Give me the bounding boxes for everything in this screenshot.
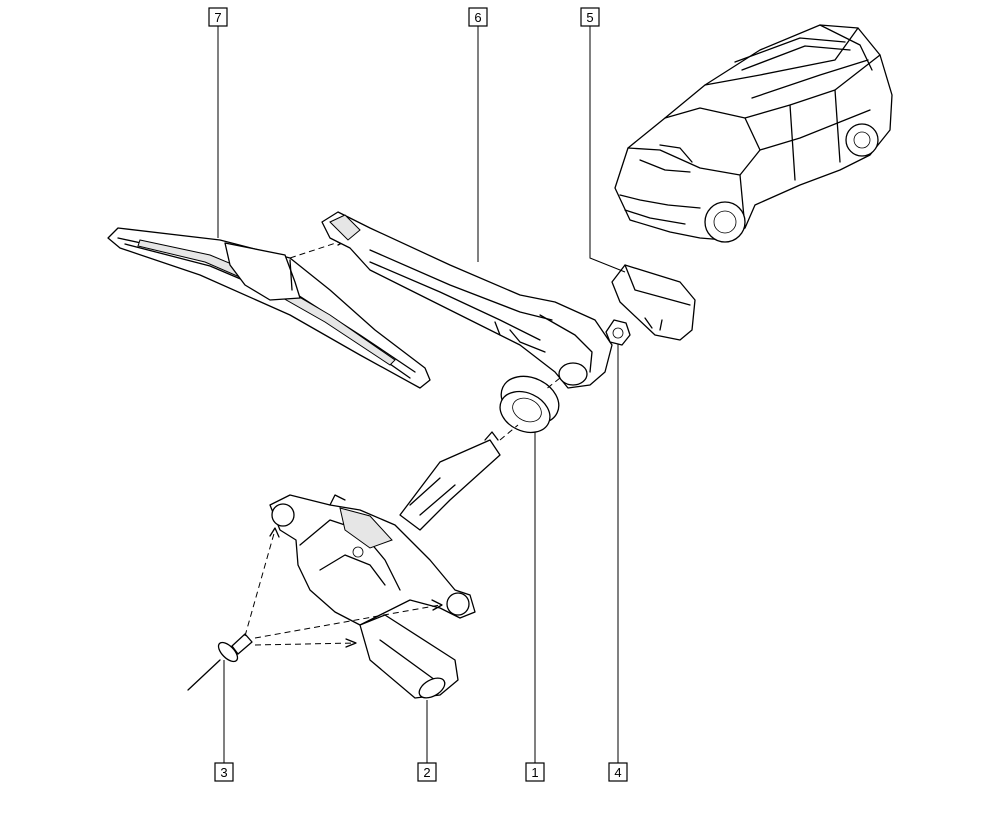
callout-6: 6: [468, 7, 488, 27]
callout-3: 3: [214, 762, 234, 782]
nut: [605, 319, 631, 346]
callout-3-text: 3: [220, 765, 227, 780]
blade-arrow: [289, 239, 346, 259]
vehicle-illustration: [614, 24, 893, 243]
rivet-arrow-c-head: [345, 638, 357, 648]
callout-6-text: 6: [474, 10, 481, 25]
wiper-motor: [269, 431, 501, 699]
rivet-arrow-a: [244, 529, 276, 637]
callout-1: 1: [525, 762, 545, 782]
callout-1-text: 1: [531, 765, 538, 780]
callout-2-text: 2: [423, 765, 430, 780]
cap-cover: [611, 264, 696, 341]
wiper-arm: [321, 211, 613, 389]
rivet: [187, 633, 253, 691]
callout-7: 7: [208, 7, 228, 27]
rivet-arrow-c: [254, 642, 356, 646]
rivet-arrow-b: [254, 604, 441, 639]
callout-2: 2: [417, 762, 437, 782]
rivet-arrow-a-head: [269, 527, 280, 538]
callout-4-text: 4: [614, 765, 621, 780]
callout-4: 4: [608, 762, 628, 782]
grommet-axis: [499, 424, 519, 441]
seal-grommet: [499, 375, 560, 434]
arm-axis: [544, 377, 561, 391]
callout-5: 5: [580, 7, 600, 27]
leader-5: [589, 26, 626, 273]
callout-7-text: 7: [214, 10, 221, 25]
rivet-arrow-b-head: [431, 599, 443, 611]
wiper-blade: [107, 227, 431, 389]
callout-5-text: 5: [586, 10, 593, 25]
